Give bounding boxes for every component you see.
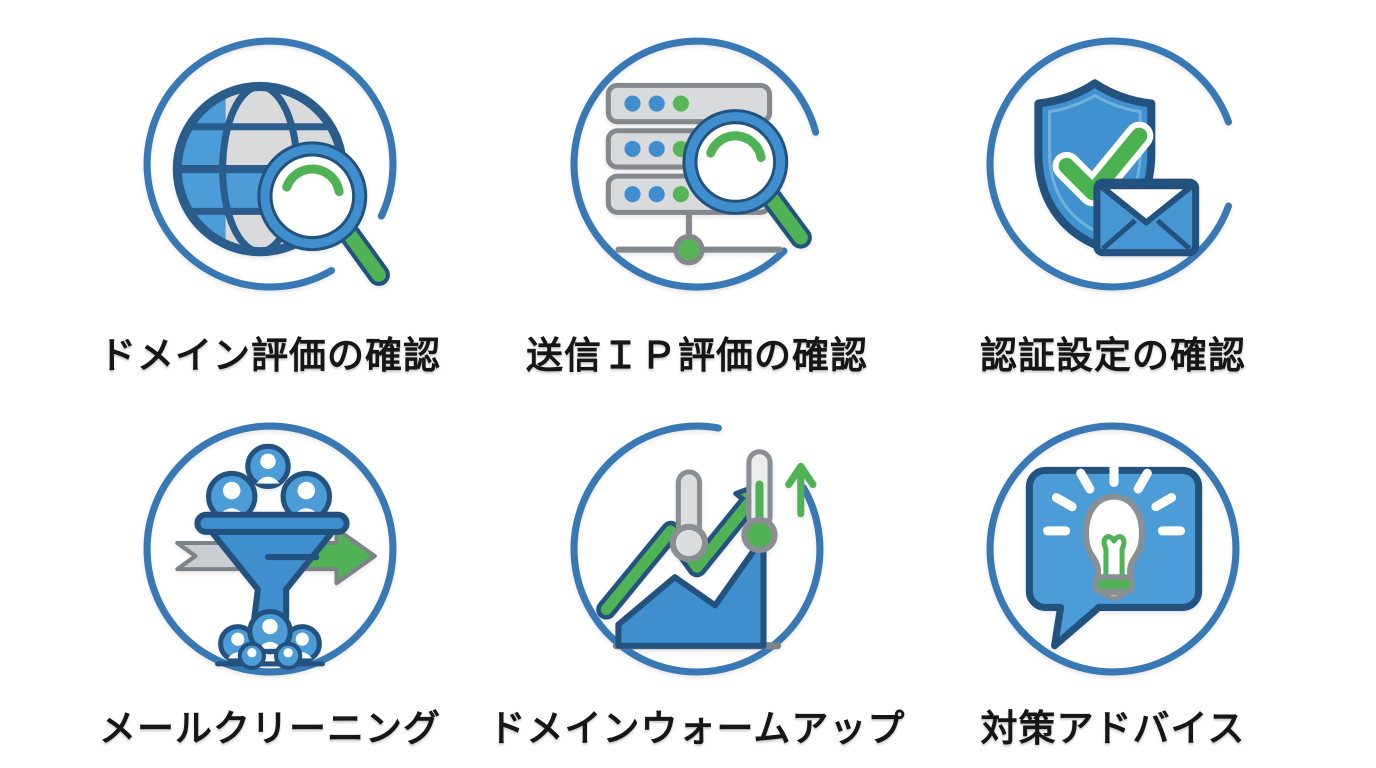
feature-label: ドメインウォームアップ bbox=[488, 707, 906, 750]
feature-label: 送信ＩＰ評価の確認 bbox=[526, 334, 868, 377]
outer-ring bbox=[143, 37, 397, 291]
lightbulb-icon bbox=[1083, 493, 1145, 601]
thermometer-gray-icon bbox=[669, 469, 709, 563]
outer-ring bbox=[986, 422, 1240, 676]
feature-advice: 対策アドバイス bbox=[898, 418, 1328, 752]
people-pile-icon bbox=[215, 608, 325, 670]
globe-magnifier-icon bbox=[143, 37, 397, 291]
up-arrow-icon bbox=[785, 462, 817, 518]
shield-check-envelope-icon bbox=[986, 37, 1233, 291]
outer-ring bbox=[986, 37, 1233, 291]
funnel-icon bbox=[194, 511, 350, 641]
envelope-icon bbox=[1093, 178, 1200, 257]
feature-label: 認証設定の確認 bbox=[980, 334, 1246, 377]
feature-label: メールクリーニング bbox=[99, 707, 441, 750]
funnel-people-arrow-icon bbox=[143, 422, 397, 676]
feature-domain-reputation: ドメイン評価の確認 bbox=[55, 33, 485, 379]
area-chart-icon bbox=[612, 533, 782, 650]
outer-ring bbox=[570, 422, 824, 676]
checkmark-icon bbox=[1052, 121, 1154, 207]
feature-domain-warmup: ドメインウォームアップ bbox=[482, 418, 912, 752]
magnifier-icon bbox=[682, 109, 812, 249]
server-magnifier-icon bbox=[570, 37, 820, 291]
feature-label: 対策アドバイス bbox=[980, 707, 1246, 750]
people-top-icon bbox=[206, 443, 332, 523]
feature-ip-reputation: 送信ＩＰ評価の確認 bbox=[482, 33, 912, 379]
magnifier-icon bbox=[257, 141, 390, 286]
outer-ring bbox=[570, 37, 820, 291]
light-rays-icon bbox=[1042, 459, 1186, 536]
speech-bubble-lightbulb-icon bbox=[986, 422, 1240, 676]
feature-mail-cleaning: メールクリーニング bbox=[55, 418, 485, 752]
feature-auth-settings: 認証設定の確認 bbox=[898, 33, 1328, 379]
thermometer-green-icon bbox=[741, 449, 778, 554]
feature-label: ドメイン評価の確認 bbox=[99, 334, 441, 377]
growth-chart-thermometer-icon bbox=[570, 422, 824, 676]
outer-ring bbox=[143, 422, 397, 676]
